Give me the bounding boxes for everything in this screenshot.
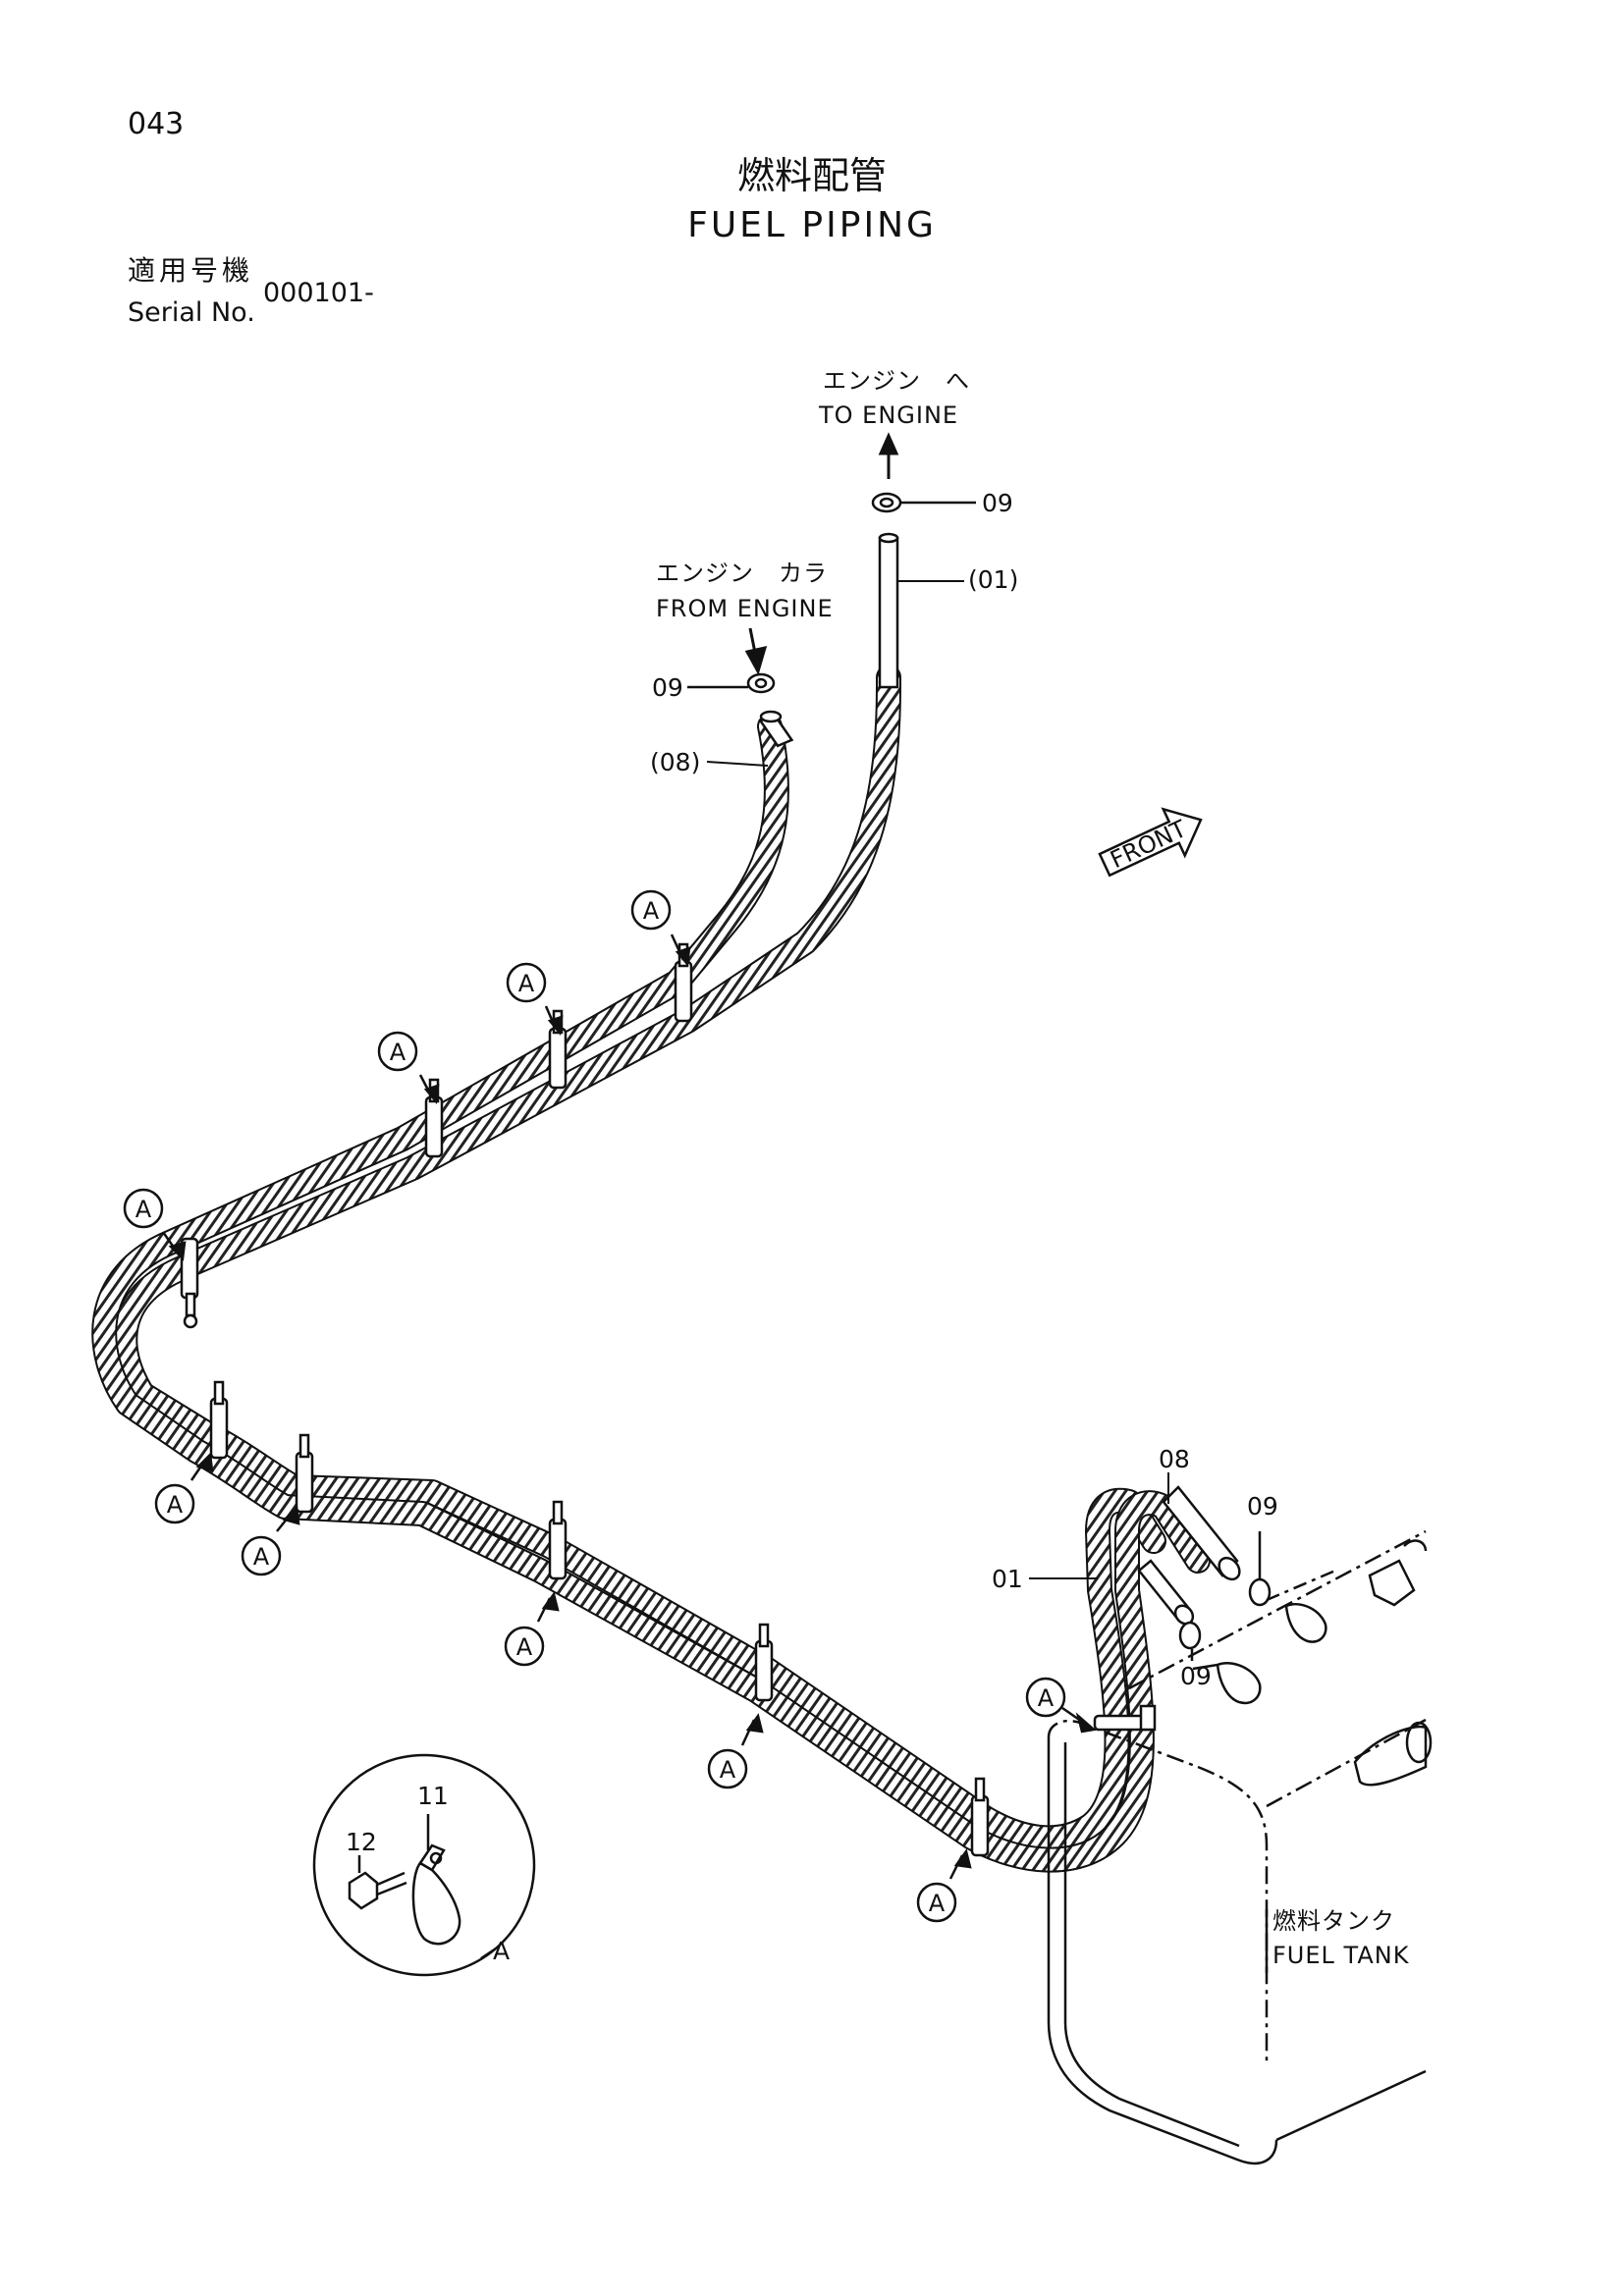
hose-ends-tank: [1137, 1485, 1241, 1626]
callout-01-top: (01): [968, 565, 1019, 594]
serial-value: 000101-: [263, 278, 374, 308]
flow-arrow-up-icon: [878, 432, 899, 479]
clamp-marker-9: A: [916, 1848, 972, 1923]
hose-clamp-09-top: [871, 492, 976, 513]
clamp-marker-4: A: [123, 1188, 187, 1261]
hose-clamp-09-mid: [687, 672, 776, 694]
clamp-marker-label: A: [390, 1039, 406, 1066]
hose-clamp-09-right: [1248, 1531, 1272, 1607]
clamp-marker-label: A: [643, 897, 660, 925]
clamp-6: [295, 1433, 314, 1514]
hose-clamp-09-low: [1178, 1621, 1202, 1661]
to-engine-label: TO ENGINE: [819, 401, 959, 429]
callout-01-right: 01: [992, 1565, 1023, 1593]
clamp-5: [209, 1380, 229, 1460]
clamp-marker-label: A: [1038, 1684, 1055, 1712]
hose-01-top-end: [878, 532, 899, 689]
front-arrow-icon: FRONT: [1098, 807, 1203, 878]
callout-08-mid: (08): [650, 748, 701, 776]
callout-08-right: 08: [1159, 1445, 1190, 1473]
clamp-marker-label: A: [253, 1543, 270, 1571]
clamp-4: [180, 1237, 199, 1329]
detail-a-callout: [312, 1753, 536, 1977]
clamp-marker-label: A: [720, 1756, 736, 1784]
detail-reference-a: A: [493, 1937, 511, 1965]
hose-08-top-end: [758, 710, 794, 748]
clamp-marker-label: A: [167, 1491, 184, 1519]
fuel-tank-outline: [1047, 1529, 1433, 2165]
clamp-marker-label: A: [135, 1196, 152, 1223]
page-title: FUEL PIPING: [687, 205, 937, 245]
callout-09-top: 09: [982, 489, 1013, 517]
hose-bundle: [91, 665, 1211, 1873]
clamp-9: [970, 1777, 990, 1857]
clamp-marker-8: A: [707, 1713, 764, 1789]
flow-arrow-down-icon: [744, 627, 768, 675]
clamp-marker-3: A: [377, 1031, 440, 1105]
callout-09-mid: 09: [652, 673, 683, 702]
clamp-marker-label: A: [516, 1633, 533, 1661]
leader-lines: [706, 580, 1169, 1579]
clamp-marker-label: A: [929, 1890, 946, 1917]
callout-11: 11: [417, 1782, 449, 1810]
fuel-tank-label: FUEL TANK: [1272, 1942, 1410, 1969]
hose-clamps: [180, 942, 1157, 1857]
clamp-7: [548, 1500, 568, 1580]
fuel-tank-label-japanese: 燃料タンク: [1272, 1907, 1395, 1935]
clamp-marker-5: A: [154, 1452, 214, 1524]
serial-label: Serial No.: [128, 297, 255, 328]
tank-fittings: [1192, 1569, 1336, 1705]
clamp-marker-label: A: [518, 970, 535, 997]
clamp-marker-7: A: [504, 1591, 560, 1667]
from-engine-label-japanese: エンジン カラ: [656, 560, 828, 587]
callout-12: 12: [346, 1828, 377, 1856]
clamp-marker-2: A: [506, 962, 564, 1037]
page-title-japanese: 燃料配管: [736, 154, 887, 197]
page-number: 043: [128, 107, 185, 141]
front-label: FRONT: [1106, 815, 1190, 874]
clamp-10: [1093, 1704, 1157, 1732]
callout-09-right: 09: [1247, 1492, 1278, 1521]
clamp-marker-6: A: [241, 1505, 300, 1576]
to-engine-label-japanese: エンジン へ: [823, 367, 970, 395]
clamp-markers: A A A A A A A A A A: [123, 889, 1097, 1923]
clamp-marker-10: A: [1025, 1677, 1097, 1734]
clamp-marker-1: A: [630, 889, 691, 968]
hose-01: [112, 665, 1166, 1851]
serial-label-japanese: 適用号機: [128, 254, 254, 287]
from-engine-label: FROM ENGINE: [656, 595, 834, 622]
clamp-8: [754, 1623, 774, 1702]
